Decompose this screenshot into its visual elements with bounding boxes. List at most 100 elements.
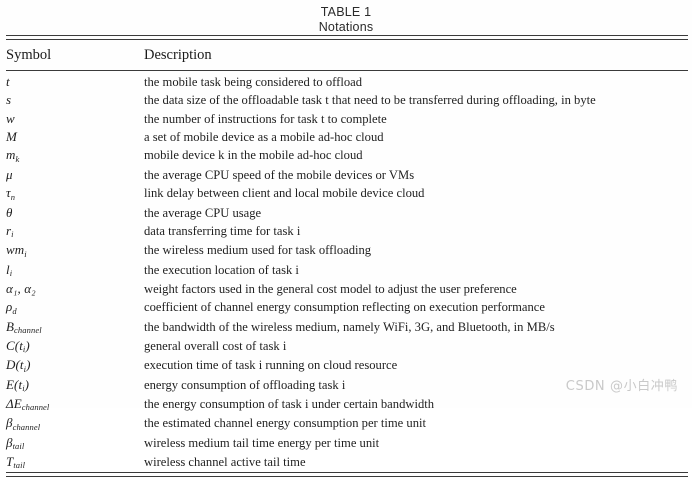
symbol-subscript: i	[11, 229, 14, 240]
notation-description: wireless channel active tail time	[144, 454, 306, 469]
symbol-glyph: Ttail	[6, 453, 26, 471]
notation-symbol: w	[6, 110, 144, 128]
notations-table: Symbol Description	[6, 40, 688, 70]
table-row: μ the average CPU speed of the mobile dev…	[6, 166, 688, 184]
table-row: θ the average CPU usage	[6, 204, 688, 222]
notations-table-body: t the mobile task being considered to off…	[6, 71, 688, 473]
table-row: ΔEchannel the energy consumption of task …	[6, 395, 688, 414]
symbol-glyph: C(ti)	[6, 337, 30, 355]
symbol-glyph: mk	[6, 147, 20, 164]
table-row: C(ti) general overall cost of task i	[6, 337, 688, 356]
symbol-subscript: k	[15, 153, 20, 164]
notation-symbol: τn	[6, 184, 144, 203]
notation-symbol: s	[6, 91, 144, 109]
table-row: Bchannel the bandwidth of the wireless me…	[6, 318, 688, 337]
table-row: Ttail wireless channel active tail time	[6, 453, 688, 472]
symbol-glyph: βchannel	[6, 415, 41, 432]
notation-symbol: C(ti)	[6, 337, 144, 356]
table-caption: TABLE 1 Notations	[0, 0, 692, 35]
notation-description: the estimated channel energy consumption…	[144, 416, 427, 431]
notation-description: weight factors used in the general cost …	[144, 281, 517, 296]
notation-symbol: mk	[6, 146, 144, 165]
notation-description: wireless medium tail time energy per tim…	[144, 435, 380, 450]
table-row: li the execution location of task i	[6, 261, 688, 280]
notation-description: general overall cost of task i	[144, 338, 287, 353]
watermark: CSDN @小白冲鸭	[565, 379, 678, 394]
table-title: Notations	[318, 20, 374, 34]
symbol-glyph: ri	[6, 222, 14, 240]
notation-symbol: Bchannel	[6, 318, 144, 337]
symbol-subscript: i	[22, 383, 25, 394]
symbol-tail: )	[26, 357, 31, 373]
table-row: t the mobile task being considered to off…	[6, 71, 688, 92]
notation-description: a set of mobile device as a mobile ad-ho…	[144, 130, 384, 145]
notation-description: the bandwidth of the wireless medium, na…	[144, 319, 555, 334]
notation-description: the mobile task being considered to offl…	[144, 75, 363, 90]
notation-symbol: θ	[6, 204, 144, 222]
table-bottom-rule	[6, 472, 688, 477]
symbol-subscript: tail	[13, 460, 26, 471]
table-header-rule	[6, 69, 688, 71]
symbol-tail: )	[25, 337, 30, 353]
notation-symbol: t	[6, 71, 144, 92]
symbol-glyph: μ	[6, 166, 13, 182]
notation-description: data transferring time for task i	[144, 223, 301, 238]
symbol-subscript: tail	[12, 441, 25, 452]
notation-description: energy consumption of offloading task i	[144, 377, 346, 392]
table-row: ri data transferring time for task i	[6, 222, 688, 241]
symbol-glyph: ρd	[6, 299, 17, 316]
notation-symbol: ri	[6, 222, 144, 241]
symbol-subscript: n	[10, 191, 16, 202]
table-number-label: TABLE 1	[320, 5, 372, 19]
notation-description: the average CPU usage	[144, 205, 262, 220]
notation-symbol: wmi	[6, 241, 144, 260]
symbol-glyph: θ	[6, 204, 13, 220]
table-row: D(ti) execution time of task i running on…	[6, 356, 688, 375]
notation-symbol: α₁, α₂	[6, 280, 144, 298]
column-header-symbol: Symbol	[6, 46, 52, 63]
notation-description: the wireless medium used for task offloa…	[144, 243, 372, 258]
notation-symbol: βchannel	[6, 414, 144, 433]
symbol-glyph: wmi	[6, 242, 27, 259]
symbol-glyph: li	[6, 261, 13, 279]
symbol-glyph: D(ti)	[6, 357, 31, 374]
symbol-subscript: i	[9, 268, 13, 279]
table-row: E(ti) energy consumption of offloading ta…	[6, 376, 688, 395]
notation-description: the energy consumption of task i under c…	[144, 396, 435, 411]
symbol-glyph: τn	[6, 185, 16, 202]
notation-description: mobile device k in the mobile ad-hoc clo…	[144, 148, 363, 163]
table-row: wmi the wireless medium used for task off…	[6, 241, 688, 260]
symbol-subscript: channel	[21, 402, 50, 413]
symbol-subscript: i	[23, 363, 27, 374]
notation-description: execution time of task i running on clou…	[144, 358, 398, 373]
notation-symbol: ΔEchannel	[6, 395, 144, 414]
symbol-subscript: channel	[14, 325, 42, 336]
table-top-rule	[6, 35, 688, 40]
symbol-glyph: E(ti)	[6, 376, 30, 394]
notation-description: the data size of the offloadable task t …	[144, 93, 596, 108]
symbol-subscript: i	[24, 248, 27, 259]
notation-symbol: E(ti)	[6, 376, 144, 395]
notation-symbol: ρd	[6, 298, 144, 317]
symbol-glyph: ΔEchannel	[6, 395, 50, 413]
symbol-subscript: i	[22, 344, 26, 355]
notation-symbol: μ	[6, 166, 144, 184]
notation-description: link delay between client and local mobi…	[144, 186, 425, 201]
symbol-glyph: t	[6, 74, 10, 90]
notation-symbol: D(ti)	[6, 356, 144, 375]
symbol-glyph: Bchannel	[6, 318, 42, 336]
symbol-glyph: βtail	[6, 434, 25, 452]
table-header-row: Symbol Description	[6, 40, 688, 70]
symbol-glyph: M	[6, 129, 17, 145]
notation-description: the execution location of task i	[144, 262, 299, 277]
table-row: mk mobile device k in the mobile ad-hoc c…	[6, 146, 688, 165]
symbol-subscript: d	[12, 305, 17, 316]
notation-description: the average CPU speed of the mobile devi…	[144, 167, 415, 182]
notation-symbol: M	[6, 128, 144, 146]
notation-description: the number of instructions for task t to…	[144, 111, 387, 126]
symbol-subscript: channel	[12, 421, 41, 432]
